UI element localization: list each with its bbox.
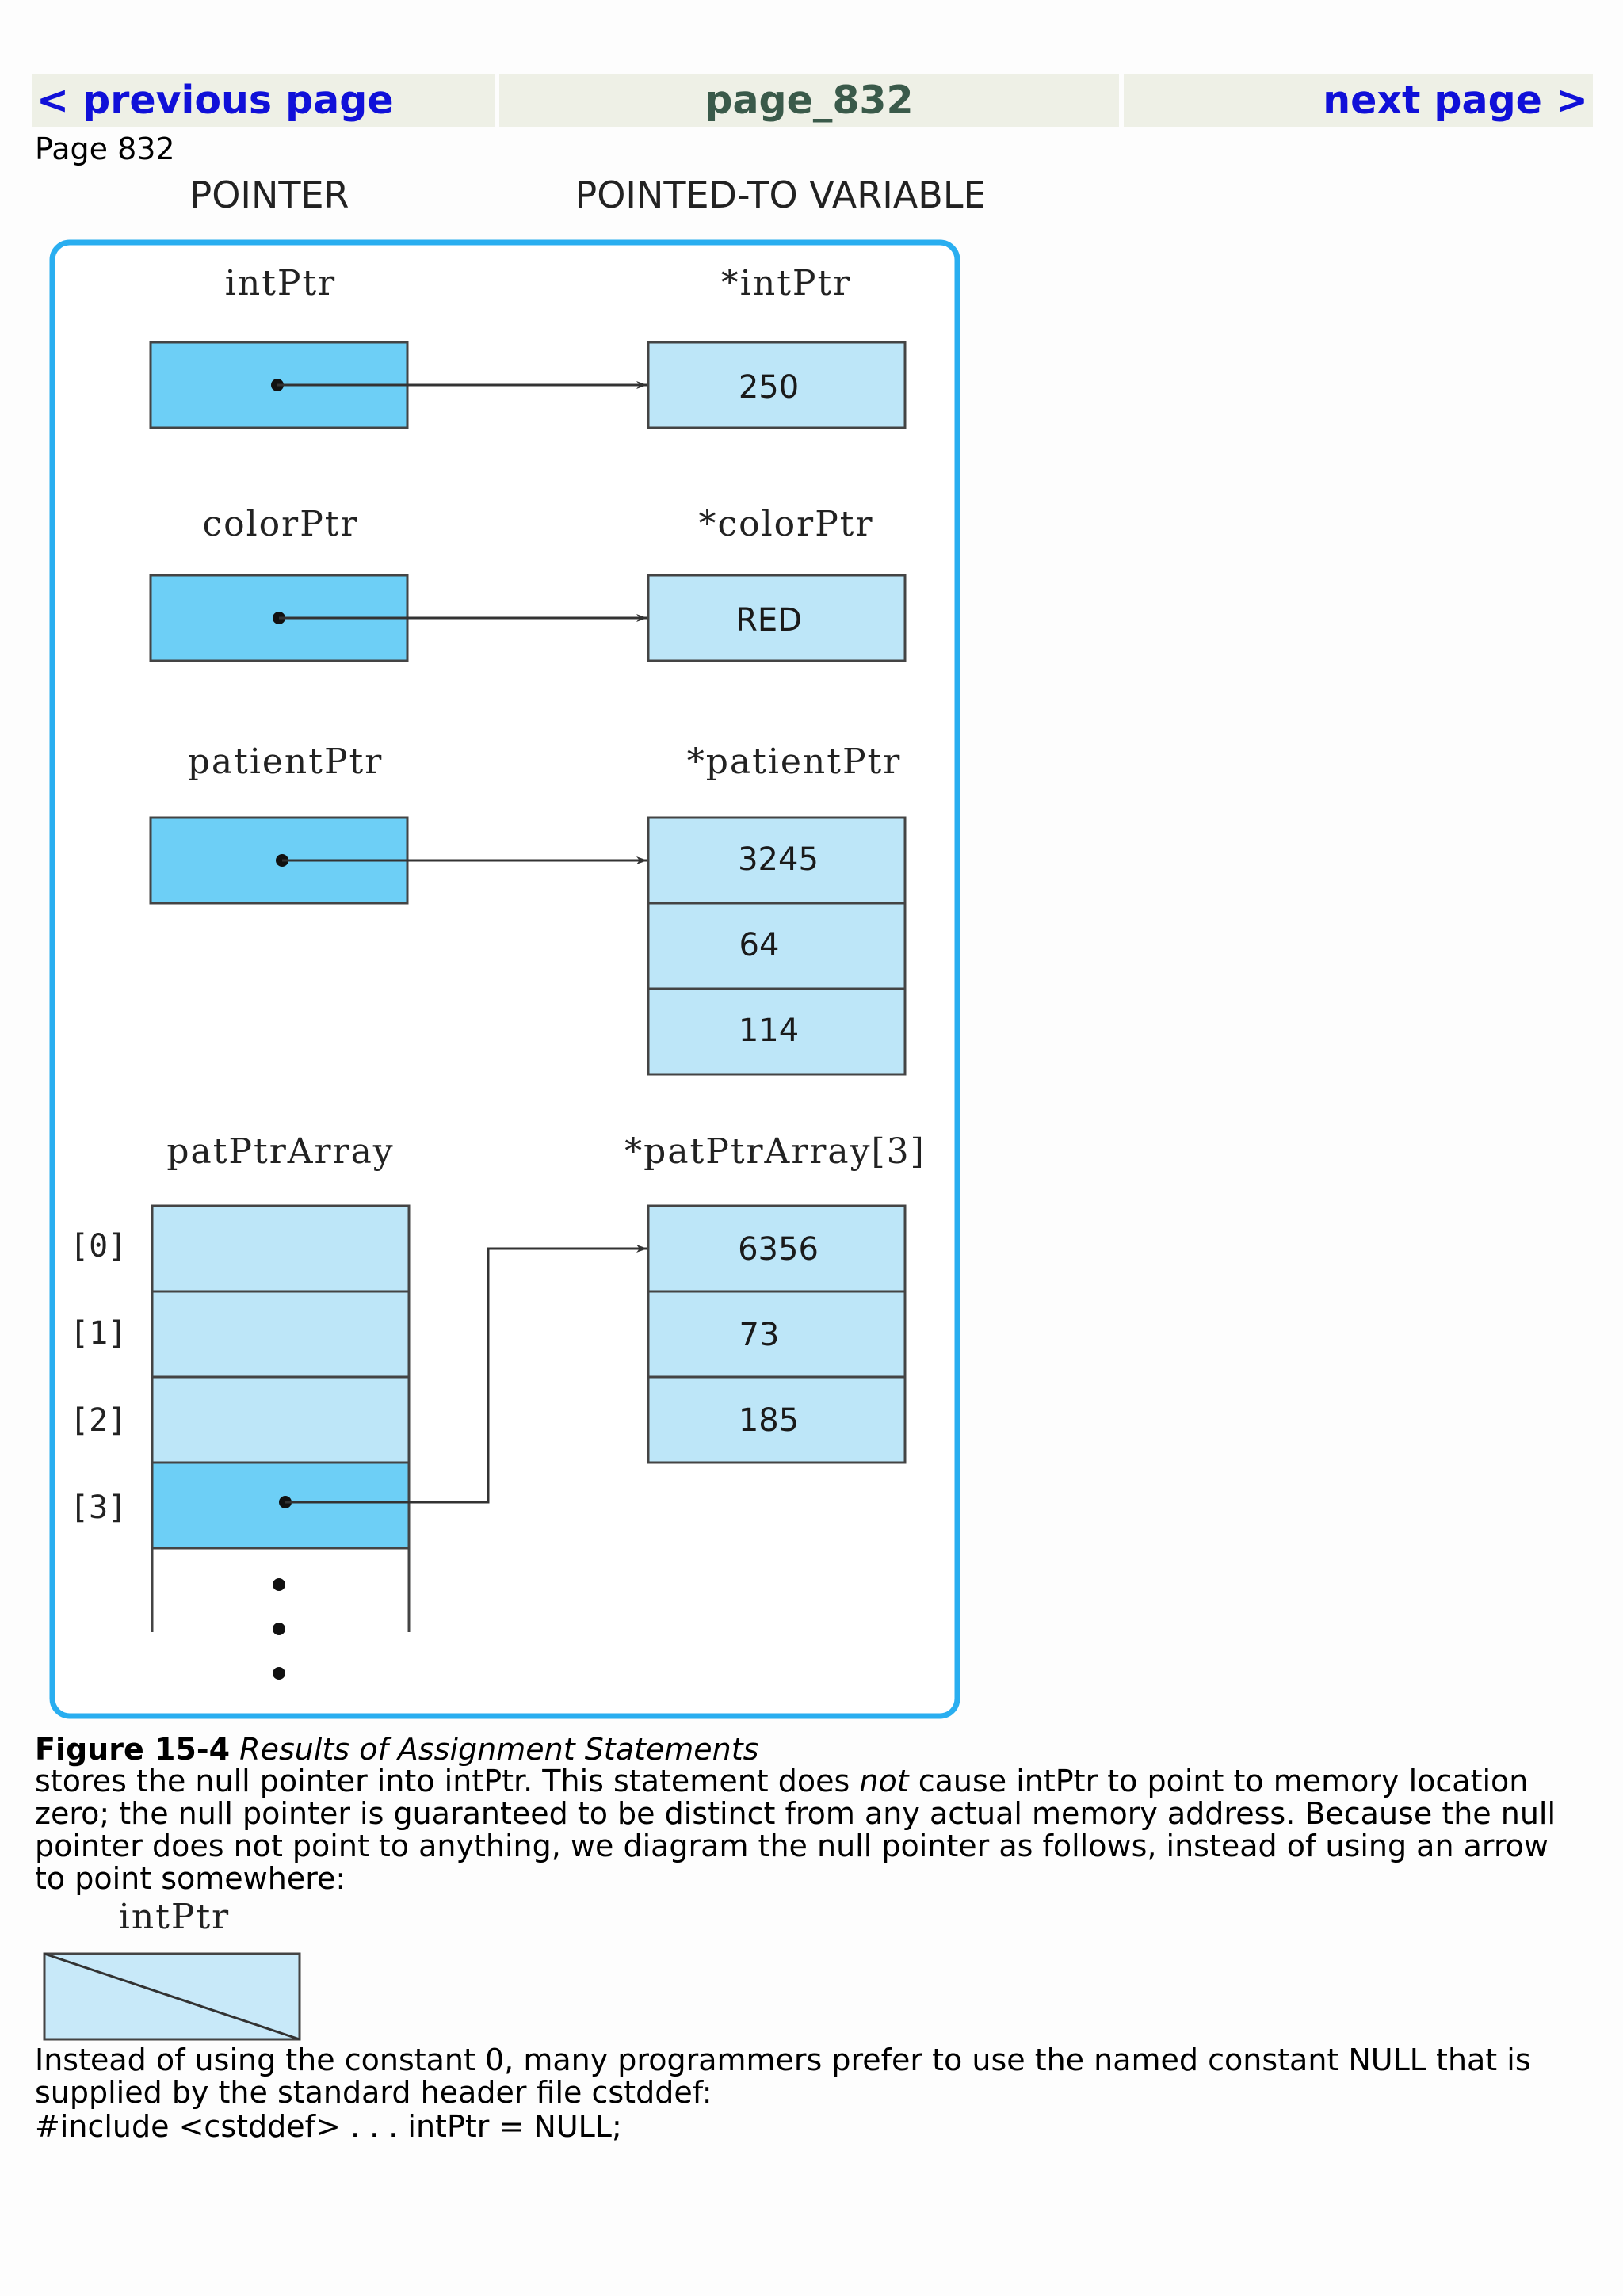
value-text: 64 xyxy=(739,927,780,963)
target-name-intptr: *intPtr xyxy=(721,263,851,303)
value-cell xyxy=(647,902,907,990)
pointer-column-heading: POINTER xyxy=(189,174,349,216)
value-text: 114 xyxy=(739,1013,799,1049)
pointer-name-colorptr: colorPtr xyxy=(202,504,358,544)
value-cell xyxy=(647,987,907,1076)
pointed-to-column-heading: POINTED-TO VARIABLE xyxy=(575,174,983,216)
pointer-arrow xyxy=(285,1245,647,1504)
array-cell xyxy=(151,1375,411,1464)
paragraph-text: cause intPtr to point to memory location… xyxy=(35,1764,1556,1896)
value-text: 250 xyxy=(739,369,799,406)
ellipsis-dot xyxy=(273,1623,285,1635)
pointer-name-intptr: intPtr xyxy=(225,263,336,303)
target-name-patptrarray: *patPtrArray[3] xyxy=(624,1131,926,1172)
null-pointer-name: intPtr xyxy=(119,1897,230,1937)
pointer-diagram-figure: POINTER POINTED-TO VARIABLE intPtr *intP… xyxy=(49,174,983,1719)
value-text: 6356 xyxy=(738,1231,819,1268)
array-cell xyxy=(151,1290,411,1379)
target-name-patientptr: *patientPtr xyxy=(687,742,902,782)
pointer-name-patptrarray: patPtrArray xyxy=(166,1131,394,1172)
ellipsis-dot xyxy=(273,1667,285,1680)
body-paragraph: Instead of using the constant 0, many pr… xyxy=(35,2042,1531,2110)
previous-page-link[interactable]: < previous page xyxy=(32,74,495,127)
array-index: [3] xyxy=(70,1489,127,1526)
value-text: 3245 xyxy=(738,841,819,878)
array-cell xyxy=(151,1204,411,1293)
code-line: #include <cstddef> . . . intPtr = NULL; xyxy=(35,2109,622,2144)
emphasis-text: not xyxy=(859,1764,909,1798)
array-index: [0] xyxy=(70,1228,127,1264)
value-cell xyxy=(647,341,907,429)
null-pointer-diagram: intPtr xyxy=(43,1897,301,2041)
figure-caption: Figure 15-4 Results of Assignment Statem… xyxy=(35,1732,758,1767)
paragraph-text: stores the null pointer into intPtr. Thi… xyxy=(35,1764,860,1798)
next-page-link[interactable]: next page > xyxy=(1124,74,1593,127)
ellipsis-dot xyxy=(273,1578,285,1591)
body-paragraph: stores the null pointer into intPtr. Thi… xyxy=(35,1765,1588,1895)
value-cell xyxy=(647,816,907,905)
figure-label: Figure 15-4 xyxy=(35,1732,231,1767)
value-cell xyxy=(647,1290,907,1379)
null-pointer-slash xyxy=(44,1952,300,2041)
page-title: page_832 xyxy=(499,74,1119,127)
figure-title: Results of Assignment Statements xyxy=(239,1732,759,1767)
value-cell xyxy=(647,574,907,662)
navigation-bar: < previous page page_832 next page > xyxy=(32,74,1593,127)
value-text: 73 xyxy=(739,1317,780,1353)
target-name-colorptr: *colorPtr xyxy=(698,504,873,544)
value-cell xyxy=(647,1375,907,1464)
value-text: RED xyxy=(735,602,802,639)
value-text: 185 xyxy=(739,1402,799,1439)
array-index: [1] xyxy=(70,1315,127,1352)
page-number-label: Page 832 xyxy=(35,132,175,166)
value-cell xyxy=(647,1204,907,1293)
array-index: [2] xyxy=(70,1402,127,1439)
pointer-name-patientptr: patientPtr xyxy=(188,742,384,782)
